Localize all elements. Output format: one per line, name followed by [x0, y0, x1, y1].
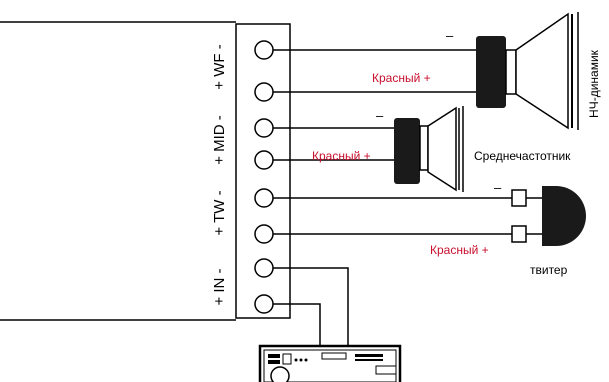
tweeter-dome [542, 186, 586, 246]
screw-terminal [254, 224, 274, 244]
terminal-labels: + WF - + MID - + TW - + IN - [211, 44, 228, 305]
midrange-plus-label: Красный + [312, 149, 371, 163]
tweeter-speaker [511, 186, 586, 246]
woofer-minus-label: – [446, 28, 454, 43]
tweeter-minus-label: – [494, 180, 502, 195]
midrange-cone [427, 106, 457, 192]
midrange-speaker [394, 106, 464, 192]
woofer-magnet [476, 36, 506, 108]
screw-terminal [254, 258, 274, 278]
wires [273, 49, 512, 346]
wf-terminal-label: + WF - [211, 44, 228, 89]
mid-terminal-label: + MID - [211, 115, 228, 165]
tweeter-plus-label: Красный + [430, 243, 489, 257]
midrange-label: Среднечастотник [474, 149, 571, 163]
midrange-magnet [394, 118, 420, 184]
midrange-minus-label: – [376, 108, 384, 123]
in-terminal-label: + IN - [211, 268, 228, 305]
tweeter-label: твитер [530, 263, 568, 277]
screw-terminal [254, 188, 274, 208]
tw-terminal-label: + TW - [211, 190, 228, 235]
woofer-cone [515, 12, 569, 130]
amplifier-housing [0, 21, 291, 321]
screw-terminal [254, 294, 274, 314]
head-unit-icon [258, 344, 402, 382]
screw-terminal [254, 118, 274, 138]
screw-terminal [254, 40, 274, 60]
woofer-label: НЧ-динамик [587, 49, 601, 118]
screw-terminal [254, 150, 274, 170]
screw-terminal [254, 82, 274, 102]
woofer-speaker [476, 12, 579, 130]
screw-terminals [254, 40, 274, 314]
woofer-plus-label: Красный + [372, 71, 431, 85]
